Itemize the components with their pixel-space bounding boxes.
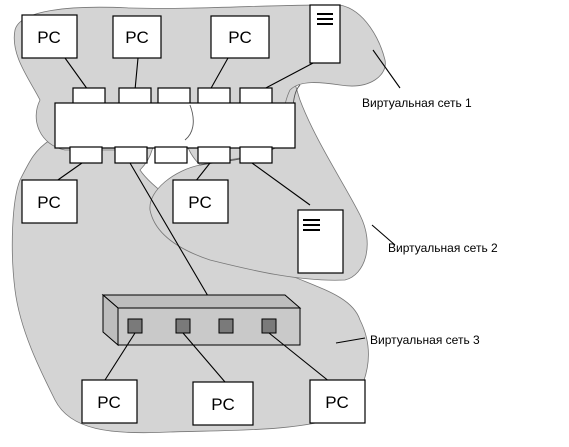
wire-switch-pc-mid bbox=[194, 162, 211, 183]
switch-top-port-3 bbox=[157, 87, 191, 105]
switch-top-port-1 bbox=[72, 87, 106, 105]
pc-top-2-label: PC bbox=[125, 28, 149, 47]
wire-pc3-switch bbox=[209, 57, 229, 91]
hub-port-1 bbox=[127, 318, 143, 334]
vlan1-boundary-cross bbox=[184, 104, 194, 141]
wire-switch-pc-left bbox=[54, 162, 83, 183]
switch-bottom-port-5 bbox=[239, 146, 273, 164]
hub-top-face bbox=[101, 294, 302, 309]
pc-left: PC bbox=[21, 179, 78, 224]
server-icon bbox=[309, 4, 341, 64]
switch-top-port-5 bbox=[239, 87, 273, 105]
pc-bottom-2: PC bbox=[192, 381, 254, 426]
wire-hub-pc1 bbox=[104, 332, 136, 381]
pc-top-1: PC bbox=[21, 14, 78, 59]
wire-hub-pc2 bbox=[182, 332, 226, 383]
switch-bottom-port-3 bbox=[154, 146, 188, 164]
switch-bottom-port-4 bbox=[197, 146, 231, 164]
pc-left-label: PC bbox=[37, 193, 61, 212]
pc-top-2: PC bbox=[112, 15, 162, 59]
server-icon-2 bbox=[297, 209, 344, 274]
switch-bottom-port-1 bbox=[69, 146, 103, 164]
switch-top-port-4 bbox=[197, 87, 231, 105]
switch-bottom-port-2 bbox=[114, 146, 148, 164]
leader-vlan3 bbox=[335, 337, 366, 344]
wire-pc2-switch bbox=[134, 57, 139, 91]
pc-bottom-1-label: PC bbox=[97, 393, 121, 412]
hub-port-4 bbox=[261, 318, 277, 334]
switch-body bbox=[54, 102, 296, 149]
pc-bottom-3-label: PC bbox=[325, 393, 349, 412]
wire-pc1-switch bbox=[64, 57, 89, 91]
hub-port-3 bbox=[218, 318, 234, 334]
leader-vlan1 bbox=[372, 49, 401, 89]
pc-bottom-1: PC bbox=[81, 379, 138, 424]
vlan3-zone bbox=[11, 103, 369, 434]
wire-switch-server2 bbox=[251, 162, 311, 206]
pc-top-3: PC bbox=[210, 15, 270, 59]
pc-bottom-3: PC bbox=[309, 379, 366, 424]
pc-top-3-label: PC bbox=[228, 28, 252, 47]
pc-mid-label: PC bbox=[188, 193, 212, 212]
wire-server1-switch bbox=[261, 61, 316, 91]
pc-bottom-2-label: PC bbox=[211, 395, 235, 414]
vlan2-label: Виртуальная сеть 2 bbox=[388, 241, 498, 255]
vlan3-label: Виртуальная сеть 3 bbox=[370, 333, 480, 347]
vlan1-label: Виртуальная сеть 1 bbox=[362, 96, 472, 110]
hub-port-2 bbox=[175, 318, 191, 334]
leader-vlan2 bbox=[371, 224, 396, 246]
pc-mid: PC bbox=[172, 179, 229, 224]
wire-hub-pc3 bbox=[268, 332, 331, 383]
pc-top-1-label: PC bbox=[37, 28, 61, 47]
switch-top-port-2 bbox=[118, 87, 152, 105]
